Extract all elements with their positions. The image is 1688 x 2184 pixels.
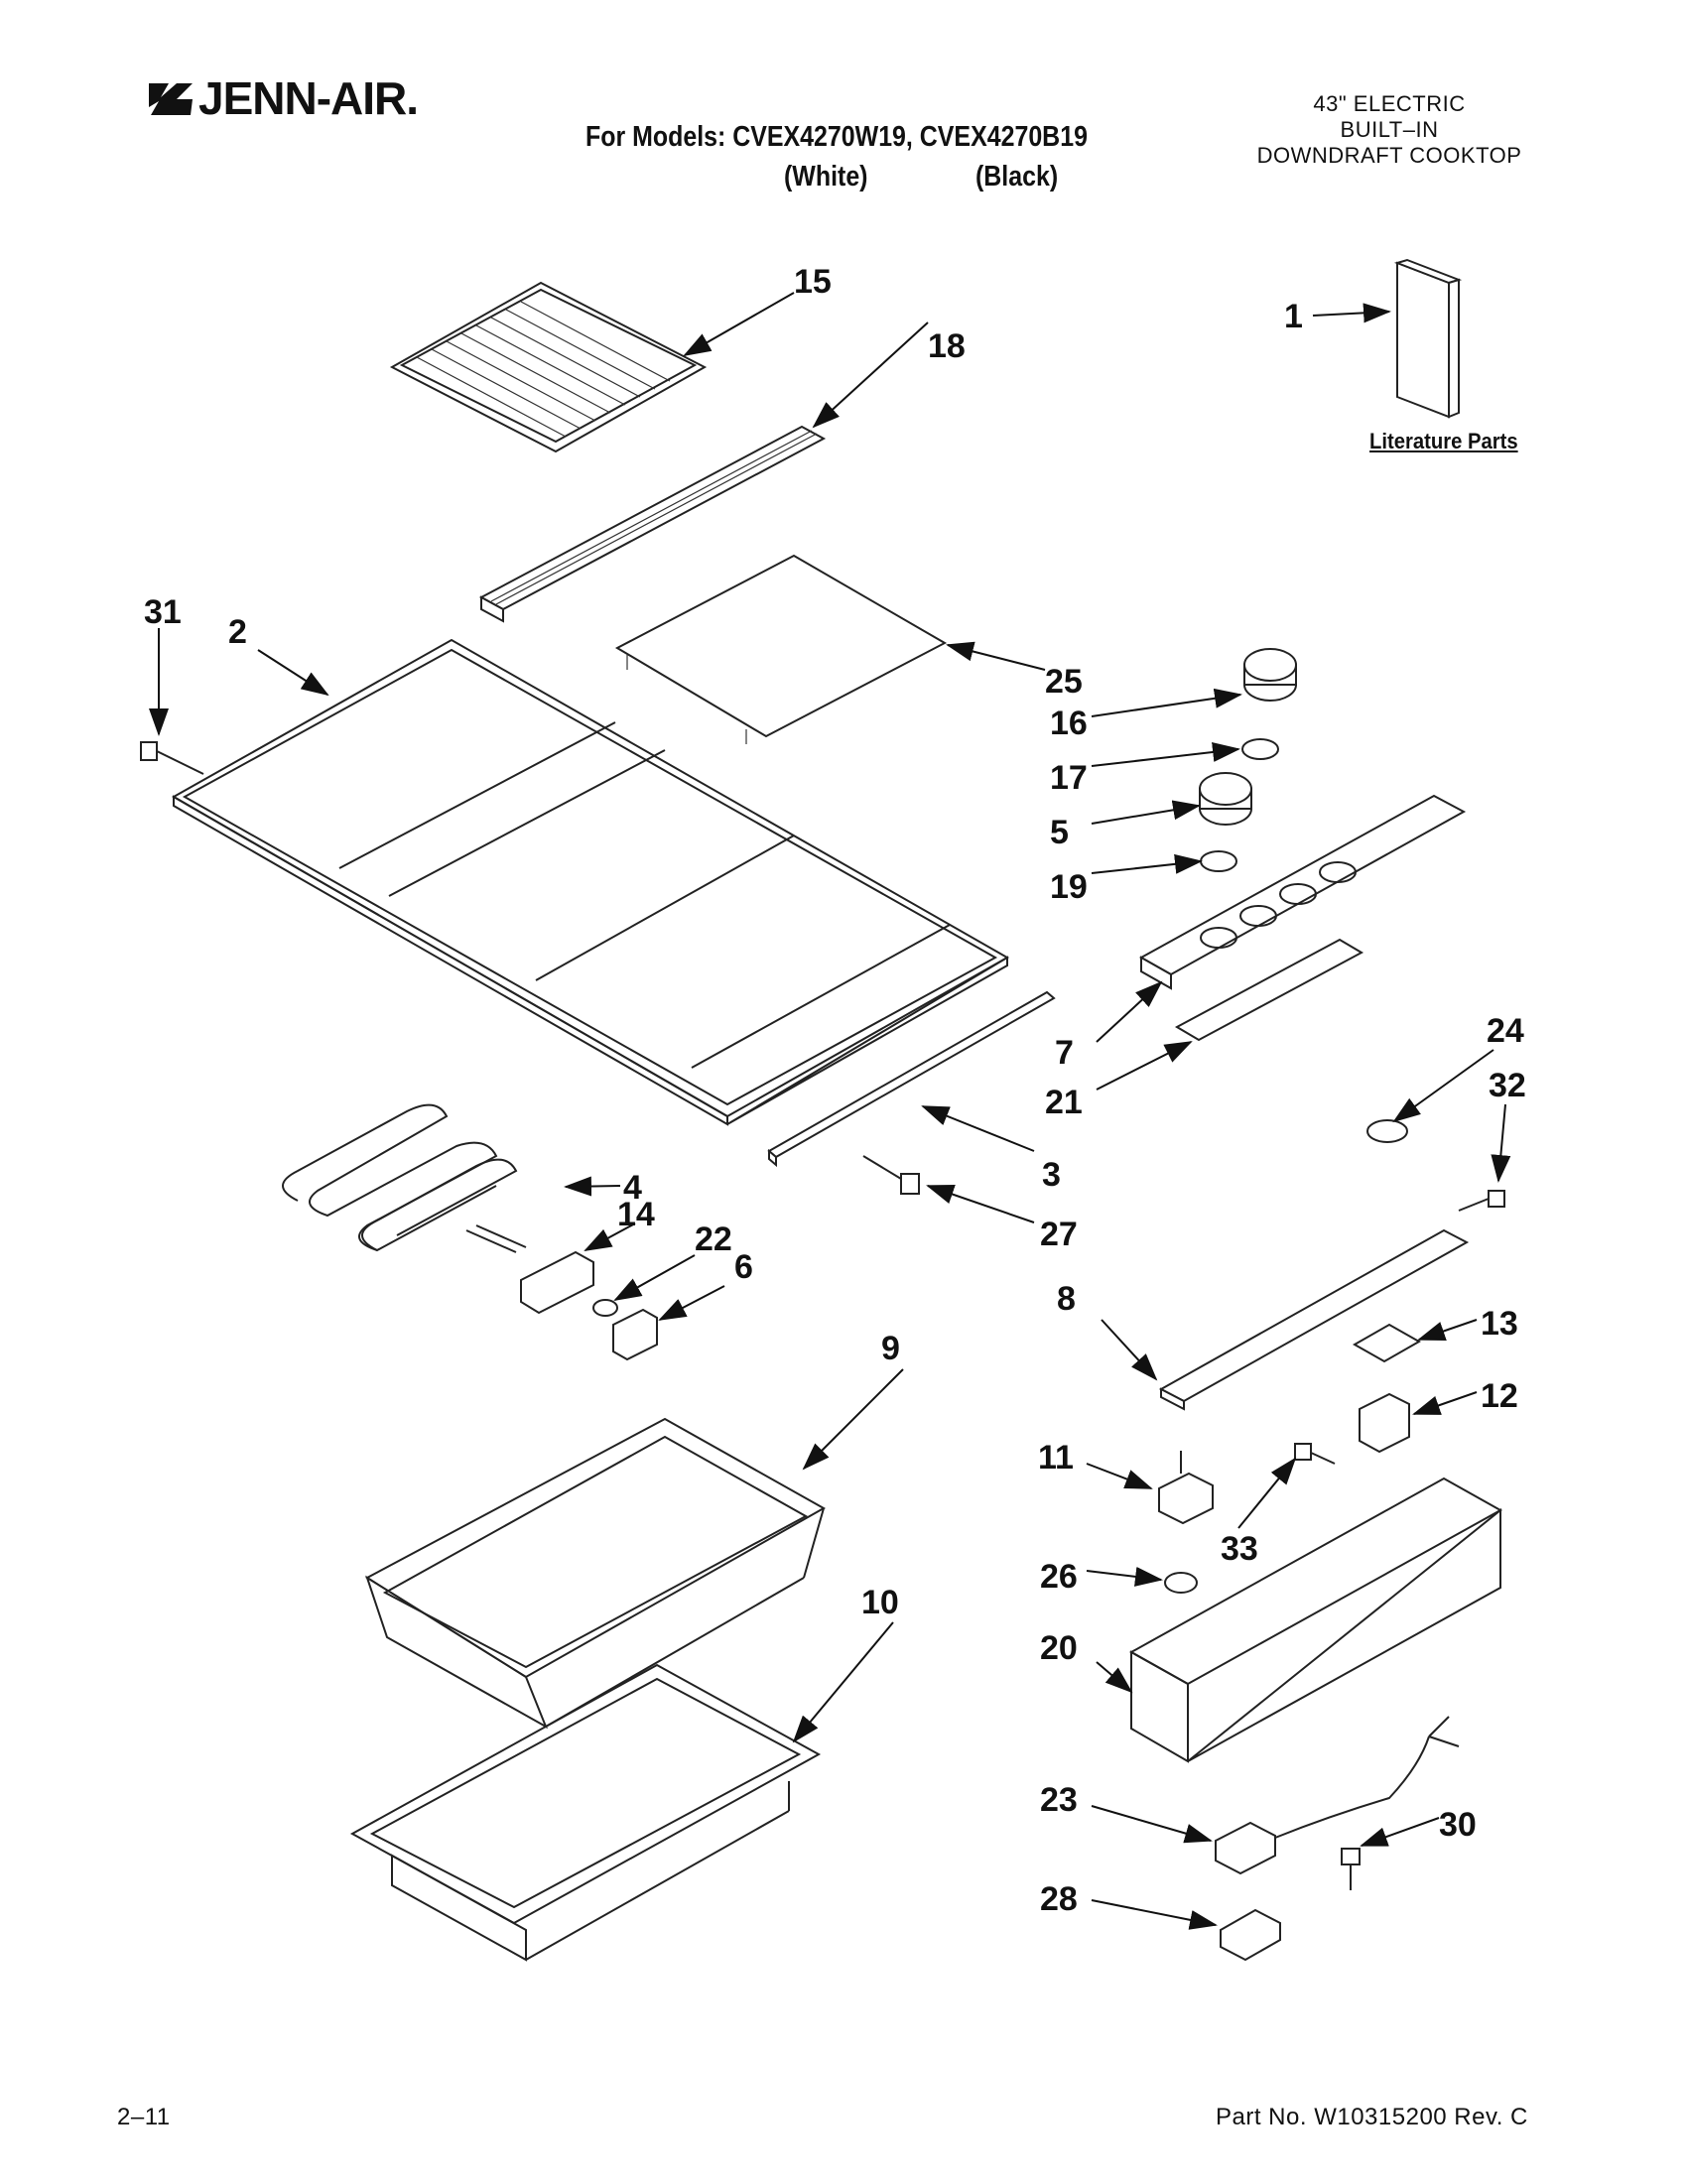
bezel-17 <box>1241 738 1279 760</box>
callout-6: 6 <box>734 1248 753 1286</box>
brand-mark-icon <box>149 83 193 115</box>
callout-8: 8 <box>1057 1280 1076 1318</box>
screw-30 <box>1341 1848 1361 1890</box>
callout-9: 9 <box>881 1330 900 1367</box>
color-variants: (White) (Black) <box>784 161 1058 193</box>
callout-7: 7 <box>1055 1034 1074 1072</box>
callout-28: 28 <box>1040 1880 1078 1918</box>
filter-panel <box>614 554 948 744</box>
knob-5 <box>1199 772 1252 826</box>
footer-part-number: Part No. W10315200 Rev. C <box>1216 2104 1528 2130</box>
footer-date: 2–11 <box>117 2104 171 2130</box>
switch-11 <box>1158 1451 1214 1525</box>
callout-15: 15 <box>794 263 832 301</box>
catch-pan <box>349 1663 822 1962</box>
heating-element <box>282 1103 527 1253</box>
grommet <box>592 1299 618 1317</box>
models-line: For Models: CVEX4270W19, CVEX4270B19 <box>585 121 1088 153</box>
callout-23: 23 <box>1040 1781 1078 1819</box>
plate-13 <box>1352 1323 1422 1363</box>
terminal-block <box>520 1250 594 1315</box>
bezel-19 <box>1200 850 1237 872</box>
callout-21: 21 <box>1045 1084 1083 1121</box>
jenn-air-logo: JENN-AIR. <box>147 69 474 129</box>
desc-line-3: DOWNDRAFT COOKTOP <box>1256 143 1522 168</box>
callout-13: 13 <box>1481 1305 1518 1343</box>
desc-line-1: 43" ELECTRIC <box>1313 91 1466 116</box>
callout-24: 24 <box>1487 1012 1524 1050</box>
control-box <box>1128 1477 1503 1763</box>
callout-33: 33 <box>1221 1530 1258 1568</box>
callout-1: 1 <box>1284 298 1303 335</box>
callout-11: 11 <box>1038 1439 1074 1477</box>
callout-25: 25 <box>1045 663 1083 701</box>
cord-clamp <box>1220 1908 1281 1962</box>
callout-4: 4 <box>623 1169 642 1207</box>
callout-18: 18 <box>928 327 966 365</box>
callout-16: 16 <box>1050 705 1088 742</box>
control-panel <box>1138 794 1467 990</box>
callout-numbers: 1 2 3 4 5 6 7 8 9 10 11 12 13 14 15 16 1… <box>144 263 1526 1918</box>
power-cord <box>1215 1716 1460 1875</box>
callout-31: 31 <box>144 593 182 631</box>
callout-22: 22 <box>695 1220 732 1258</box>
leader-lines <box>149 292 1511 1930</box>
knob-insert <box>1366 1119 1408 1143</box>
callout-2: 2 <box>228 613 247 651</box>
callout-32: 32 <box>1489 1067 1526 1104</box>
switch-12 <box>1359 1392 1410 1454</box>
desc-line-2: BUILT–IN <box>1340 117 1439 142</box>
callout-5: 5 <box>1050 814 1069 851</box>
screw-31 <box>140 741 204 775</box>
callout-26: 26 <box>1040 1558 1078 1596</box>
callout-14: 14 <box>617 1196 655 1233</box>
screw-32 <box>1458 1190 1505 1212</box>
callout-30: 30 <box>1439 1806 1477 1844</box>
callout-10: 10 <box>861 1584 899 1621</box>
control-overlay <box>1174 938 1364 1042</box>
control-board <box>1158 1228 1470 1411</box>
callout-20: 20 <box>1040 1629 1078 1667</box>
downdraft-grille <box>478 425 827 623</box>
color-white: (White) <box>784 161 868 193</box>
callout-17: 17 <box>1050 759 1088 797</box>
bracket <box>612 1308 658 1361</box>
color-black: (Black) <box>974 161 1059 193</box>
brand-name: JENN-AIR. <box>198 72 419 124</box>
cooktop-frame <box>171 638 1010 1126</box>
grill-grate <box>389 281 708 453</box>
callout-27: 27 <box>1040 1216 1078 1253</box>
knob-16 <box>1243 648 1297 702</box>
callout-19: 19 <box>1050 868 1088 906</box>
drip-tray <box>365 1417 827 1730</box>
screw-33 <box>1294 1443 1336 1465</box>
callout-3: 3 <box>1042 1156 1061 1194</box>
literature-parts-label: Literature Parts <box>1369 429 1518 453</box>
product-description: 43" ELECTRIC BUILT–IN DOWNDRAFT COOKTOP <box>1240 91 1538 169</box>
screw-27 <box>862 1155 920 1195</box>
literature-booklet <box>1393 258 1463 419</box>
callout-12: 12 <box>1481 1377 1518 1415</box>
side-trim <box>767 990 1056 1168</box>
bushing <box>1164 1572 1198 1594</box>
